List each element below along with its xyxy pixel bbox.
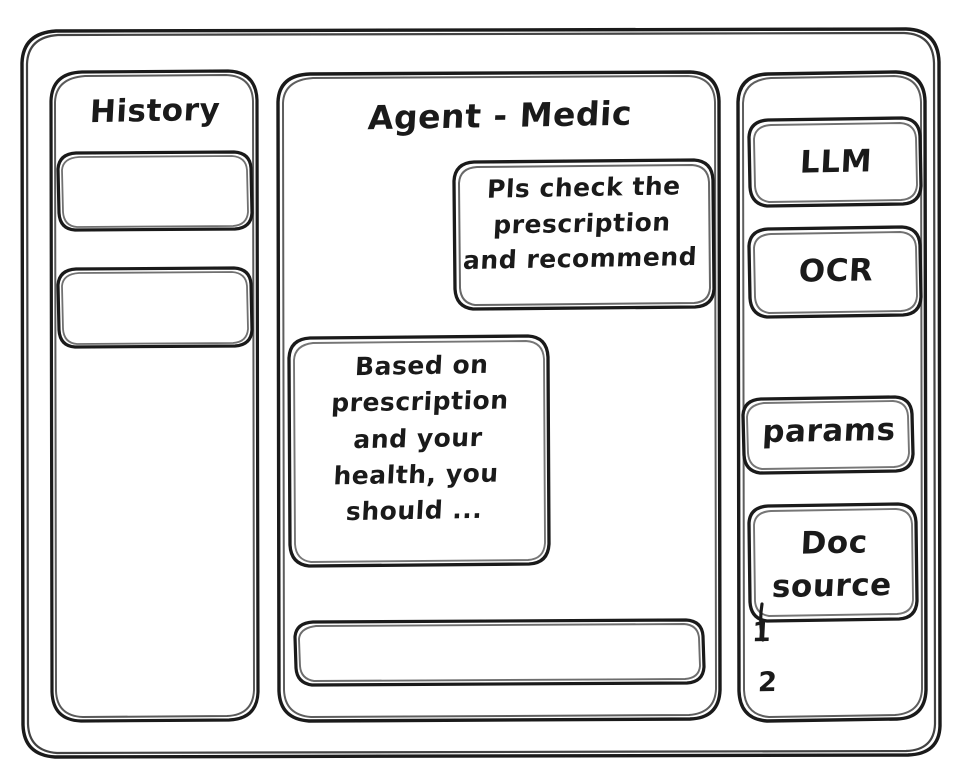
doc-source-button[interactable]: [749, 504, 917, 621]
history-item-2[interactable]: [58, 268, 252, 347]
agent-message-bubble[interactable]: [289, 336, 549, 566]
params-button[interactable]: [743, 397, 913, 473]
history-item-1[interactable]: [58, 152, 252, 230]
user-message-bubble[interactable]: [454, 160, 714, 309]
llm-button[interactable]: [749, 118, 921, 206]
ocr-button[interactable]: [749, 227, 921, 317]
message-composer-input[interactable]: [295, 620, 704, 685]
